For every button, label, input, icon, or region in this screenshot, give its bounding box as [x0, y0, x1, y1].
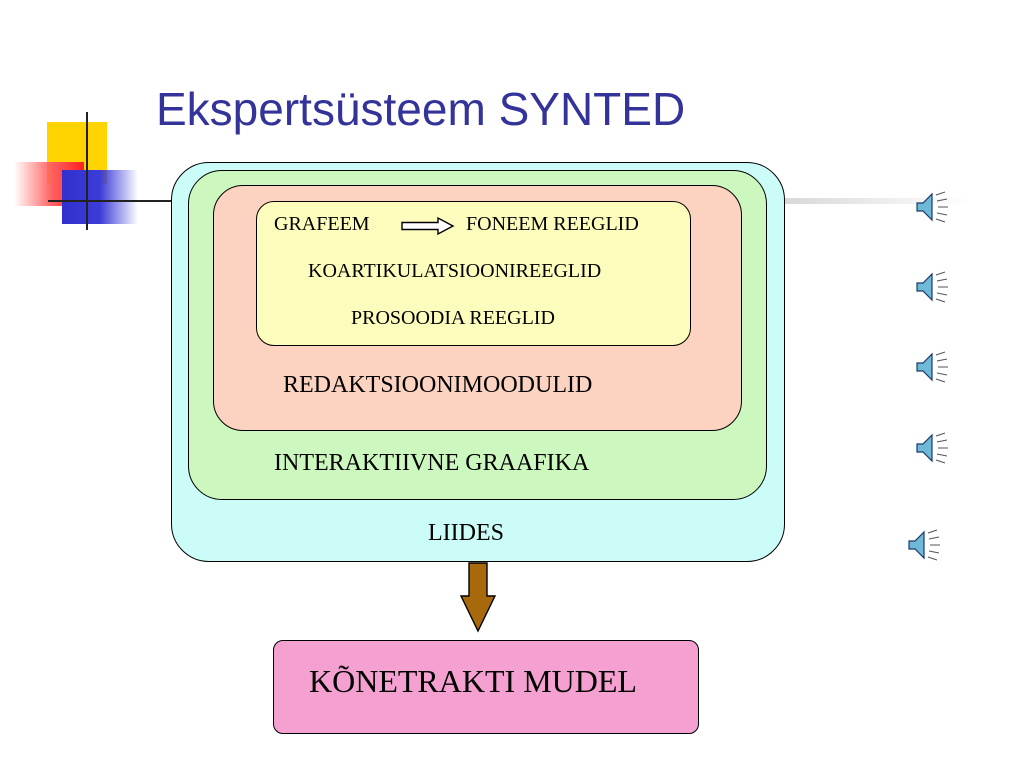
- interaktiivne-graafika-label: INTERAKTIIVNE GRAAFIKA: [274, 450, 590, 476]
- decor-vertical-line: [86, 112, 88, 230]
- liides-label: LIIDES: [428, 520, 504, 546]
- speaker-icon[interactable]: [914, 189, 950, 225]
- rules-box: [256, 201, 691, 346]
- prosoodia-reeglid-label: PROSOODIA REEGLID: [351, 307, 555, 329]
- konetrakti-mudel-box: [273, 640, 699, 734]
- right-arrow-icon: [401, 216, 455, 236]
- slide-title: Ekspertsüsteem SYNTED: [156, 83, 686, 135]
- down-arrow-icon: [459, 562, 497, 633]
- decor-horizontal-line: [48, 200, 178, 202]
- speaker-icon[interactable]: [914, 430, 950, 466]
- grafeem-label: GRAFEEM: [274, 213, 370, 235]
- redaktsioonimoodulid-label: REDAKTSIOONIMOODULID: [283, 372, 593, 398]
- title-rule: [785, 198, 970, 204]
- foneem-reeglid-label: FONEEM REEGLID: [466, 213, 639, 235]
- speaker-icon[interactable]: [914, 349, 950, 385]
- speaker-icon[interactable]: [914, 269, 950, 305]
- speaker-icon[interactable]: [906, 527, 942, 563]
- decor-blue-square: [62, 170, 138, 224]
- koartikulatsioonireeglid-label: KOARTIKULATSIOONIREEGLID: [308, 260, 602, 282]
- konetrakti-mudel-label: KÕNETRAKTI MUDEL: [309, 663, 637, 699]
